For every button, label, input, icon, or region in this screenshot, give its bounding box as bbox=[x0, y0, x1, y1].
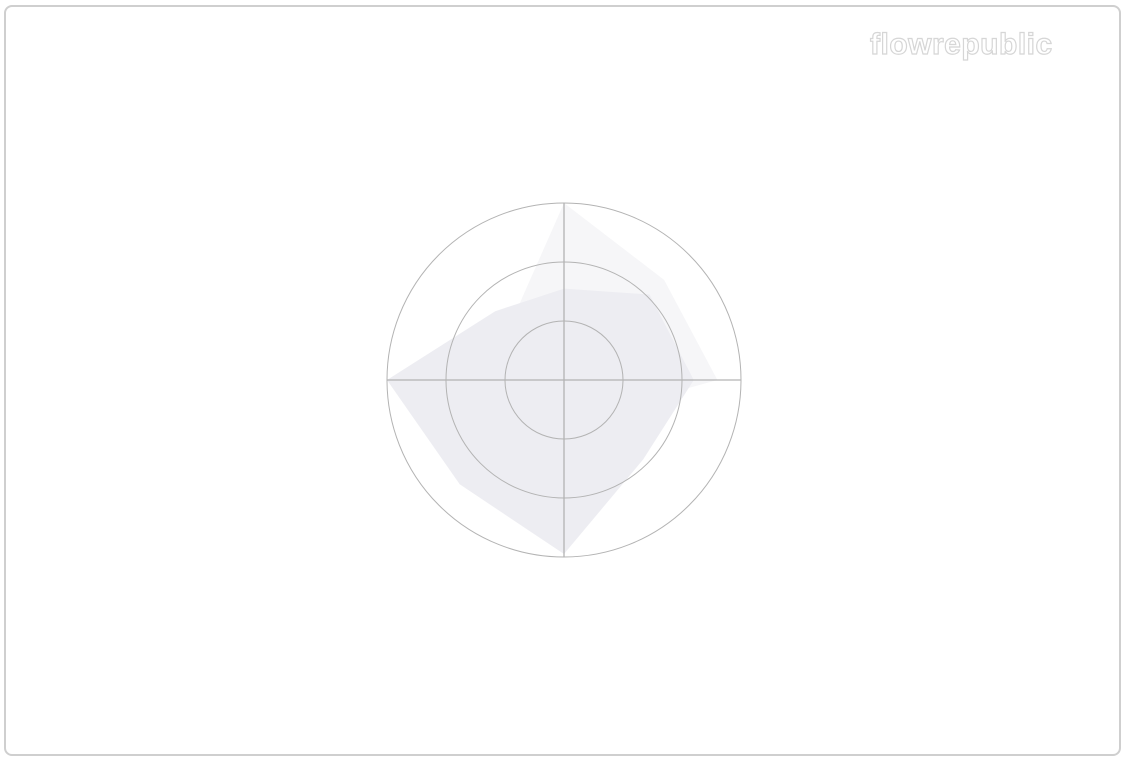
series-layer bbox=[387, 203, 718, 554]
logo-text: flowrepublic bbox=[870, 28, 1053, 61]
grid-layer bbox=[386, 202, 742, 558]
flowrepublic-logo: flowrepublic bbox=[869, 27, 1053, 61]
series-area-1 bbox=[387, 288, 694, 554]
